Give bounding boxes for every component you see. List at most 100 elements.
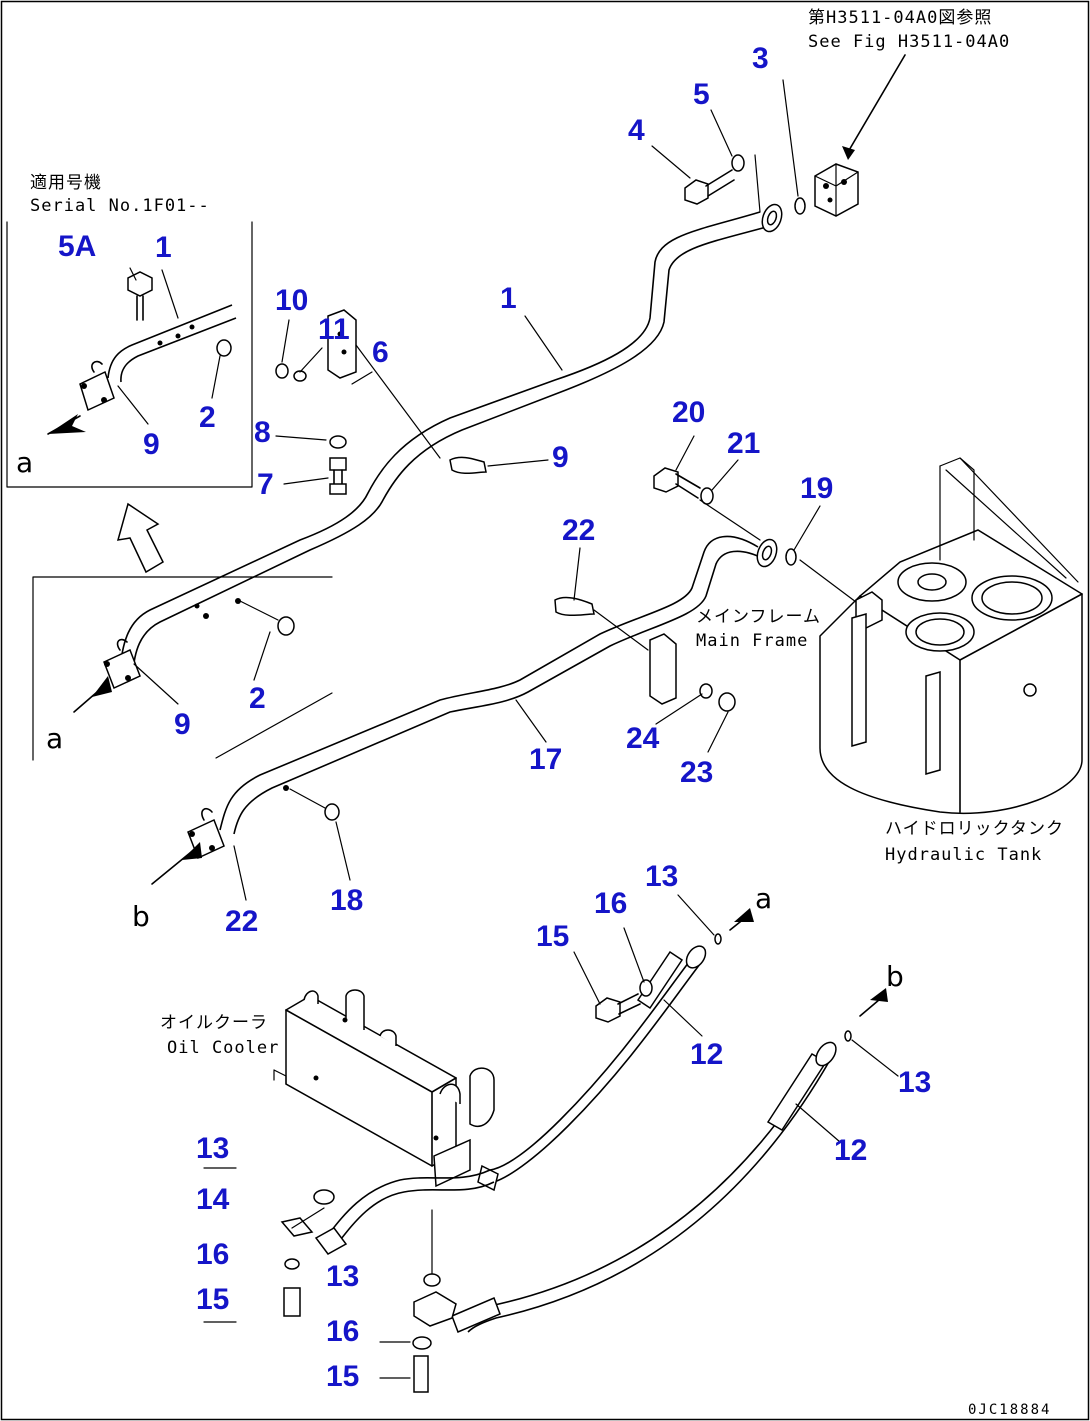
arrow-a-main-shaft — [73, 685, 105, 713]
ref-arrowhead — [842, 146, 855, 160]
callout-2-main: 2 — [249, 682, 266, 715]
callout-8: 8 — [254, 416, 271, 449]
callout-11: 11 — [318, 313, 350, 346]
callout-10: 10 — [275, 284, 308, 317]
callout-15-left: 15 — [196, 1283, 229, 1316]
callout-3: 3 — [752, 42, 769, 75]
ref-note-en: See Fig H3511-04A0 — [808, 32, 1010, 52]
callout-13-upper: 13 — [645, 860, 678, 893]
callout-16-bottom: 16 — [326, 1315, 359, 1348]
arrow-b-flange-shaft — [151, 847, 197, 885]
arrow-a-hose-shaft — [729, 913, 751, 931]
ref-leader — [847, 54, 906, 153]
callout-9-inset: 9 — [143, 428, 160, 461]
washer-16-left — [284, 1258, 300, 1270]
hydraulic-tank — [799, 457, 1083, 814]
callout-12-upper: 12 — [690, 1038, 723, 1071]
callout-16-upper: 16 — [594, 887, 627, 920]
main-frame-en: Main Frame — [696, 631, 808, 651]
callout-22-flange: 22 — [225, 905, 258, 938]
callout-1-inset: 1 — [155, 231, 172, 264]
stack-lines — [203, 1167, 325, 1323]
bottom-stack-lines — [379, 1341, 411, 1379]
oil-cooler — [273, 989, 495, 1188]
letter-b-hose: b — [886, 960, 904, 993]
plug-18-line — [289, 788, 326, 809]
washer-24 — [699, 683, 713, 699]
callout-17: 17 — [529, 743, 562, 776]
bolt-line — [754, 154, 761, 213]
inset-detail: 適用号機 Serial No.1F01-- — [6, 173, 253, 488]
washer-5 — [731, 154, 745, 172]
o-ring-13-mid — [423, 1273, 441, 1287]
plug-2-line — [239, 600, 279, 621]
callout-4: 4 — [628, 114, 645, 147]
callout-13-right: 13 — [898, 1066, 931, 1099]
bolt-15-left — [283, 1287, 301, 1317]
tank-label-jp: ハイドロリックタンク — [885, 819, 1064, 839]
callout-18: 18 — [330, 884, 363, 917]
o-ring-19 — [785, 548, 797, 566]
callout-22-clamp: 22 — [562, 514, 595, 547]
flange-block — [413, 1291, 457, 1327]
detail-arrow — [116, 502, 164, 574]
bolt-15-upper — [595, 993, 641, 1023]
ref-bracket — [814, 163, 859, 217]
bolt-4 — [684, 169, 735, 205]
callout-15-bottom: 15 — [326, 1360, 359, 1393]
leader-lines — [117, 79, 899, 1143]
clamp-22-line — [593, 609, 649, 651]
clamp-assembly — [275, 309, 487, 495]
callout-1-main: 1 — [500, 282, 517, 315]
pipe-1 — [103, 203, 783, 690]
callout-12-lower: 12 — [834, 1134, 867, 1167]
figure-number: 0JC18884 — [968, 1402, 1051, 1418]
pipe-17 — [187, 535, 778, 860]
clamp-22 — [554, 596, 595, 617]
callout-19: 19 — [800, 472, 833, 505]
letter-a-inset: a — [16, 446, 33, 479]
o-ring-13-upper — [714, 933, 722, 945]
callout-15-upper: 15 — [536, 920, 569, 953]
hose-12-upper — [477, 945, 707, 1192]
cooler-label-jp: オイルクーラ — [160, 1013, 268, 1033]
callout-24: 24 — [626, 722, 660, 755]
callout-9-main: 9 — [174, 708, 191, 741]
detail-boundary — [32, 576, 333, 761]
plug-18 — [324, 803, 340, 821]
callout-5a: 5A — [58, 230, 96, 263]
bolt-20 — [653, 467, 701, 499]
callout-21: 21 — [727, 427, 760, 460]
cooler-label-en: Oil Cooler — [167, 1038, 279, 1058]
callout-14: 14 — [196, 1183, 230, 1216]
letter-b-flange: b — [132, 900, 150, 933]
callout-7: 7 — [257, 468, 274, 501]
washer-16-upper — [639, 979, 653, 997]
cut-line — [215, 692, 333, 759]
hose-12-lower — [451, 1041, 837, 1333]
arrow-a-hose — [734, 908, 754, 922]
arrow-a-inset-shaft — [47, 415, 81, 435]
elbow-pipe — [314, 1169, 495, 1255]
serial-note-en: Serial No.1F01-- — [30, 196, 210, 216]
letter-a-main: a — [46, 722, 63, 755]
bolt-15-bottom — [413, 1355, 429, 1393]
nut-23 — [718, 692, 736, 712]
main-frame-jp: メインフレーム — [696, 607, 821, 627]
callout-16-left: 16 — [196, 1238, 229, 1271]
callout-13-left-mid: 13 — [326, 1260, 359, 1293]
washer-16-bottom — [412, 1336, 432, 1350]
o-ring-13-right — [844, 1030, 852, 1042]
plug-2 — [277, 616, 295, 636]
callout-6: 6 — [372, 336, 389, 369]
bolt-14 — [280, 1217, 314, 1237]
ref-note-jp: 第H3511-04A0図参照 — [808, 8, 992, 28]
callouts: 1 5A 2 9 1 2 9 3 5 4 10 11 6 8 7 9 20 21… — [58, 42, 931, 1393]
bracket-frame — [649, 633, 677, 705]
callout-2-inset: 2 — [199, 401, 216, 434]
callout-23: 23 — [680, 756, 713, 789]
callout-13-left-top: 13 — [196, 1132, 229, 1165]
